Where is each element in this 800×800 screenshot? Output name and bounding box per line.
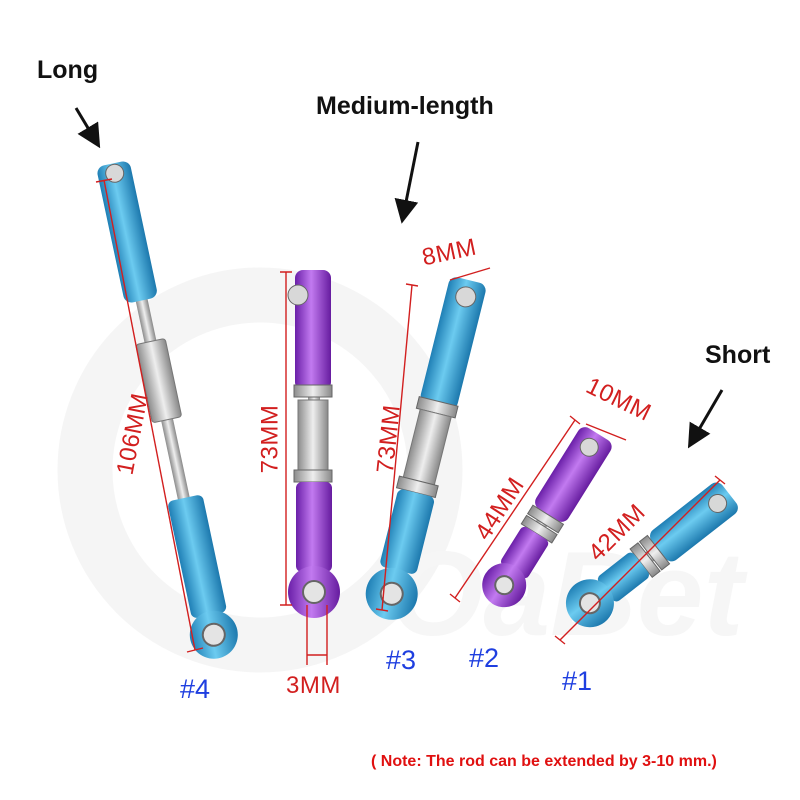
- rod-3-purple: [287, 270, 340, 618]
- dim-line-73b: [381, 284, 413, 611]
- label-long: Long: [37, 56, 99, 84]
- dim-label-73a: 73MM: [256, 404, 284, 474]
- dim-line-8: [449, 267, 491, 281]
- dim-line-106: [103, 179, 196, 651]
- arrow-medium: [394, 141, 420, 224]
- rod-number-4: #4: [180, 674, 211, 704]
- rod-3-blue: [365, 277, 486, 620]
- dim-line-44: [454, 419, 576, 599]
- rod-number-2: #2: [469, 643, 500, 673]
- dim-line-42: [559, 479, 721, 641]
- dimension-lines: [95, 178, 726, 665]
- pointer-arrows: [74, 107, 724, 449]
- dim-label-3: 3MM: [286, 672, 341, 699]
- extension-note: ( Note: The rod can be extended by 3-10 …: [371, 753, 717, 770]
- label-short: Short: [705, 341, 771, 369]
- arrow-long: [74, 107, 101, 149]
- label-medium-length: Medium-length: [316, 92, 494, 120]
- arrow-short: [687, 389, 724, 449]
- rod-2: [482, 427, 612, 608]
- dim-line-10: [585, 423, 627, 441]
- rod-number-3: #3: [386, 645, 417, 675]
- rod-number-1: #1: [562, 666, 593, 696]
- rod-4: [97, 161, 238, 659]
